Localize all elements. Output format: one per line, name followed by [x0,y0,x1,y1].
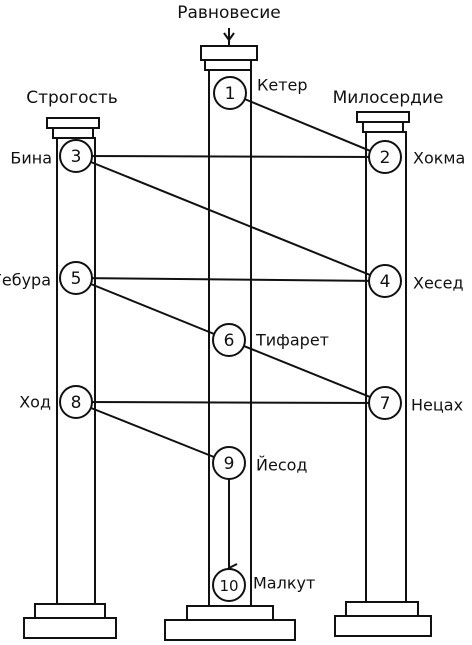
right-pillar-title: Милосердие [333,88,444,108]
path-8-9 [75,401,230,464]
sephira-circle [368,264,402,298]
sephira-number: 8 [71,393,82,413]
sephira-8: 8 Ход [19,385,93,419]
sephira-10: 10 Малкут [212,568,315,602]
path-5-6 [75,277,230,341]
sephira-label: Ход [19,393,51,412]
sephira-number: 5 [71,269,82,289]
sephira-label: Йесод [256,456,307,475]
sephira-circle [59,139,93,173]
sephira-number: 3 [71,147,82,167]
right-pillar [334,111,432,637]
sephira-3: 3 Бина [10,139,93,173]
sephira-circle [59,261,93,295]
sephira-4: 4 Хесед [368,264,464,298]
sephira-label: Нецах [411,396,463,415]
sephira-circle [368,140,402,174]
sephira-label: Кетер [257,76,308,95]
paths-group [75,92,386,568]
sephira-number: 1 [225,84,236,104]
sephira-label: Малкут [253,574,315,593]
sephira-circle [212,323,246,357]
sephira-label: Хесед [413,274,464,293]
sephira-number: 4 [380,272,391,292]
sephira-label: Гебура [0,271,51,290]
sephira-label: Тифарет [255,331,329,350]
sephira-9: 9 Йесод [212,446,307,480]
sephira-number: 9 [224,454,235,474]
sephira-2: 2 Хокма [368,140,465,174]
sephirot-group: 1 Кетер 2 Хокма 3 Бина 4 Хесед 5 Гебура 6 Тифарет 7 Н… [0,76,465,602]
sephira-7: 7 Нецах [368,386,463,420]
path-8-7 [75,401,386,404]
left-pillar [23,117,117,639]
path-5-4 [75,277,386,282]
sephira-number: 7 [380,394,391,414]
left-pillar-title: Строгость [26,88,118,108]
sephira-circle [212,446,246,480]
sephira-number: 10 [219,577,238,595]
path-3-2 [75,155,386,158]
sephira-1: 1 Кетер [213,76,308,110]
sephira-circle [212,568,246,602]
sephira-circle [213,76,247,110]
center-finial [223,28,235,46]
center-pillar-title: Равновесие [177,3,281,23]
sephira-circle [59,385,93,419]
path-3-4 [75,155,386,282]
sephira-label: Хокма [413,149,465,168]
sephira-circle [368,386,402,420]
path-1-2 [229,92,386,158]
sephira-number: 6 [224,331,235,351]
sephira-number: 2 [380,148,391,168]
path-6-7 [228,339,386,404]
sephira-5: 5 Гебура [0,261,93,295]
sephira-6: 6 Тифарет [212,323,329,357]
sephira-label: Бина [10,149,52,168]
